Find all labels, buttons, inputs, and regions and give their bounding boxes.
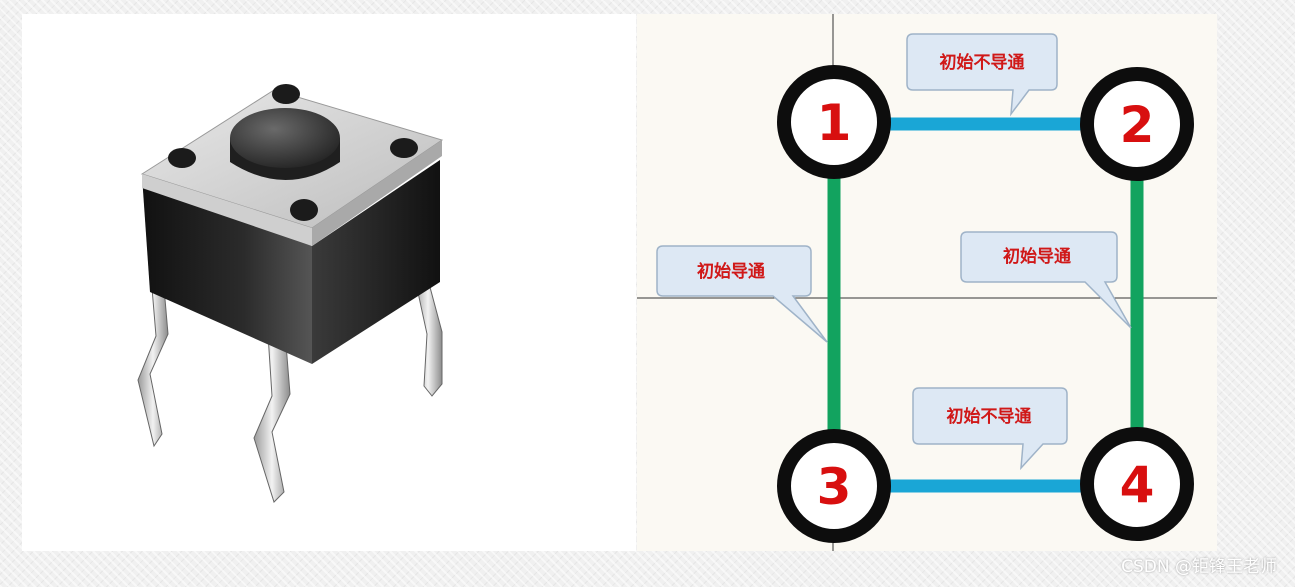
tactile-switch-illustration: [137, 84, 444, 503]
callout-right: 初始导通: [960, 231, 1132, 329]
pin-4-label: 4: [1120, 456, 1155, 514]
callout-right-text: 初始导通: [1003, 246, 1071, 267]
tactile-switch-photo: [22, 14, 636, 551]
pin-2: 2: [1080, 67, 1194, 181]
callout-bottom: 初始不导通: [912, 387, 1068, 471]
peg-front: [290, 199, 318, 221]
watermark: CSDN @钜锋王老师: [1121, 557, 1277, 577]
pin-4: 4: [1080, 427, 1194, 541]
peg-left: [168, 148, 196, 168]
pin-3: 3: [777, 429, 891, 543]
callout-top-text: 初始不导通: [940, 52, 1025, 73]
callout-left: 初始导通: [656, 245, 828, 343]
peg-top: [272, 84, 300, 104]
pin-1: 1: [777, 65, 891, 179]
pin-conduction-diagram: 1 2 3 4 初始不导通 初始导通 初始导通: [637, 14, 1217, 551]
pin-1-label: 1: [817, 94, 852, 152]
peg-right: [390, 138, 418, 158]
switch-button-top: [230, 108, 340, 168]
switch-body-side: [312, 160, 440, 364]
switch-body-front: [142, 176, 312, 364]
pin-2-label: 2: [1120, 96, 1155, 154]
pin-diagram-svg: 1 2 3 4 初始不导通 初始导通 初始导通: [637, 14, 1217, 551]
callout-bottom-text: 初始不导通: [947, 406, 1032, 427]
callout-top: 初始不导通: [906, 33, 1058, 117]
pin-3-label: 3: [817, 458, 852, 516]
callout-left-text: 初始导通: [697, 261, 765, 282]
